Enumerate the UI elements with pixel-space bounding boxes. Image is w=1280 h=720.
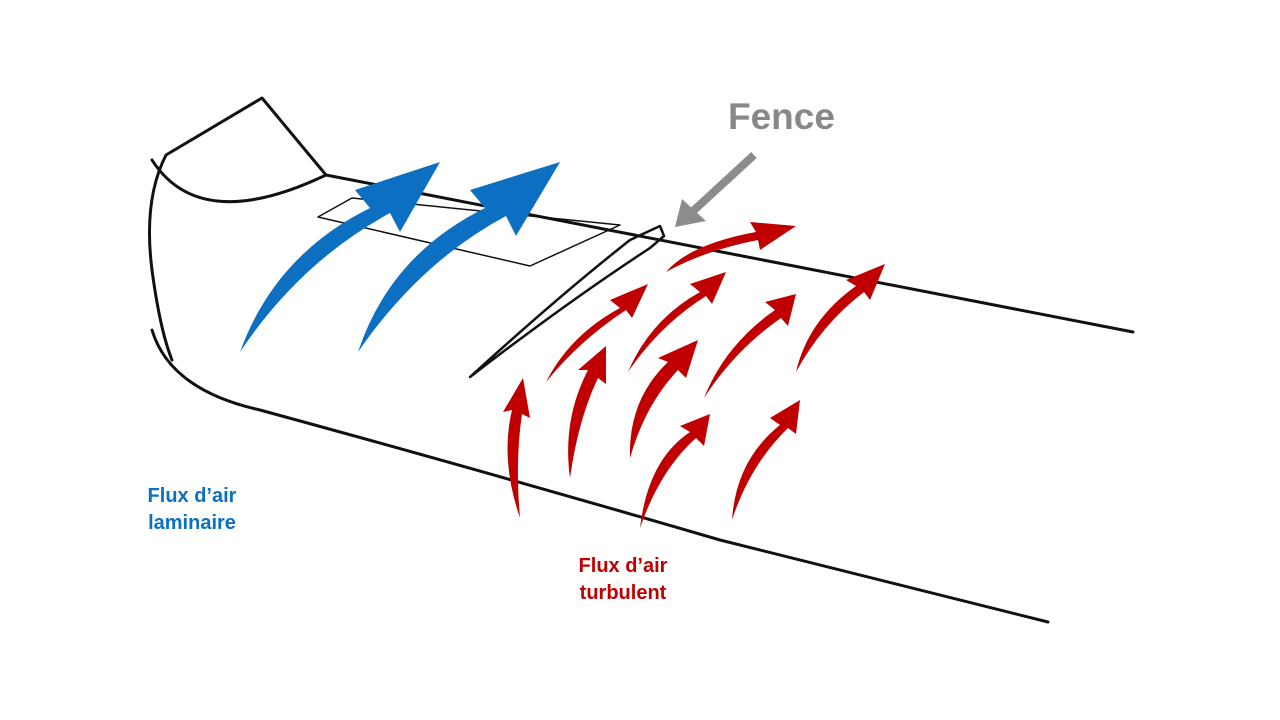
wing-root-curve: [150, 328, 1050, 624]
turbulent-arrow-10: [796, 264, 885, 372]
wing-outline: [147, 96, 1135, 624]
turbulent-arrow-6: [666, 222, 796, 272]
laminar-flow-arrows: [240, 162, 560, 352]
laminar-arrow-2: [358, 162, 560, 352]
turbulent-arrow-8: [704, 294, 796, 398]
turbulent-flow-label: Flux d’air turbulent: [560, 553, 686, 607]
turbulent-arrow-4: [629, 340, 698, 458]
laminar-flow-label-line1: Flux d’air: [147, 485, 237, 507]
laminar-arrow-1: [240, 162, 440, 352]
winglet-outline: [147, 96, 328, 362]
laminar-flow-label: Flux d’air laminaire: [136, 483, 248, 537]
wing-upper-edge: [324, 173, 1135, 334]
turbulent-flow-label-line2: turbulent: [579, 582, 667, 604]
turbulent-arrow-9: [732, 400, 800, 520]
turbulent-arrow-2: [568, 346, 606, 478]
turbulent-arrow-3: [546, 284, 648, 382]
turbulent-arrow-5: [628, 272, 726, 372]
laminar-flow-label-line2: laminaire: [148, 512, 236, 534]
turbulent-flow-label-line1: Flux d’air: [578, 555, 668, 577]
turbulent-arrow-1: [503, 378, 530, 518]
fence-label: Fence: [728, 96, 835, 137]
wing-fence-shape: [468, 224, 666, 379]
fence-pointer-arrow: [675, 152, 757, 227]
wing-leading-edge: [150, 158, 328, 204]
turbulent-arrow-7: [640, 414, 710, 528]
turbulent-flow-arrows: [503, 222, 885, 528]
aileron-panel: [317, 197, 621, 267]
